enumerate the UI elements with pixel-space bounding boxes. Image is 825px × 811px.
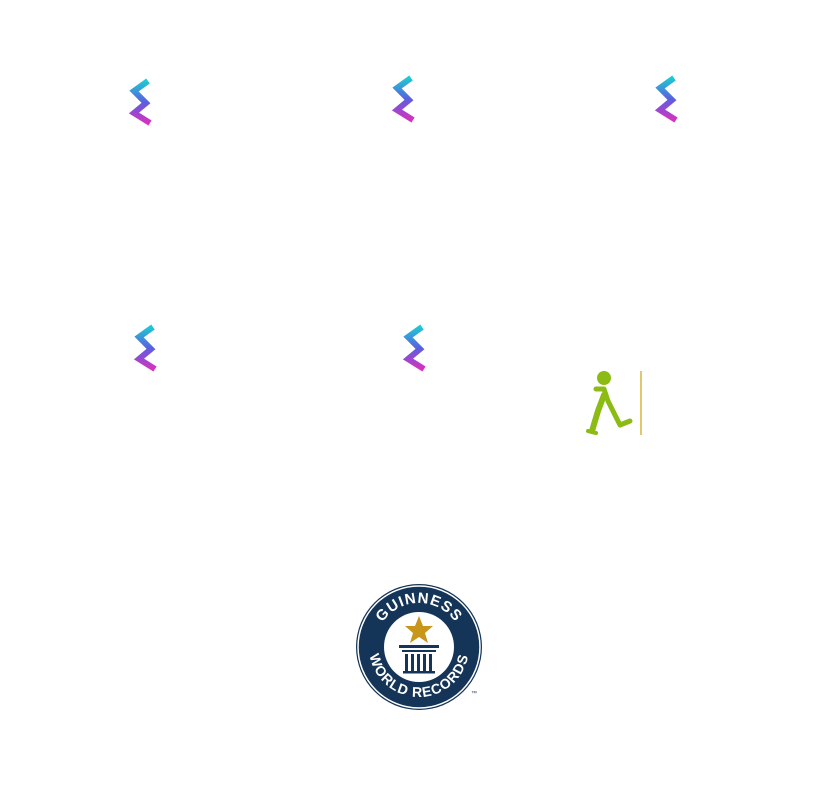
sigma-ribbon-icon (402, 324, 426, 372)
guinness-world-records-seal: GUINNESS WORLD RECORDS ™ (356, 584, 482, 710)
sigma-ribbon-icon (654, 75, 678, 123)
trademark-symbol: ™ (471, 690, 477, 697)
sigma-logo-5 (402, 324, 428, 372)
guinness-world-records-badge: GUINNESS WORLD RECORDS ™ (353, 583, 485, 713)
sigma-logo-2 (391, 75, 417, 123)
walker-logo (586, 369, 646, 437)
sigma-logo-1 (128, 78, 154, 126)
star-icon (405, 616, 433, 643)
sigma-logo-4 (133, 324, 159, 372)
walking-figure-icon (586, 371, 642, 435)
sigma-ribbon-icon (133, 324, 157, 372)
sigma-logo-3 (654, 75, 680, 123)
sigma-ribbon-icon (128, 78, 152, 126)
sigma-ribbon-icon (391, 75, 415, 123)
